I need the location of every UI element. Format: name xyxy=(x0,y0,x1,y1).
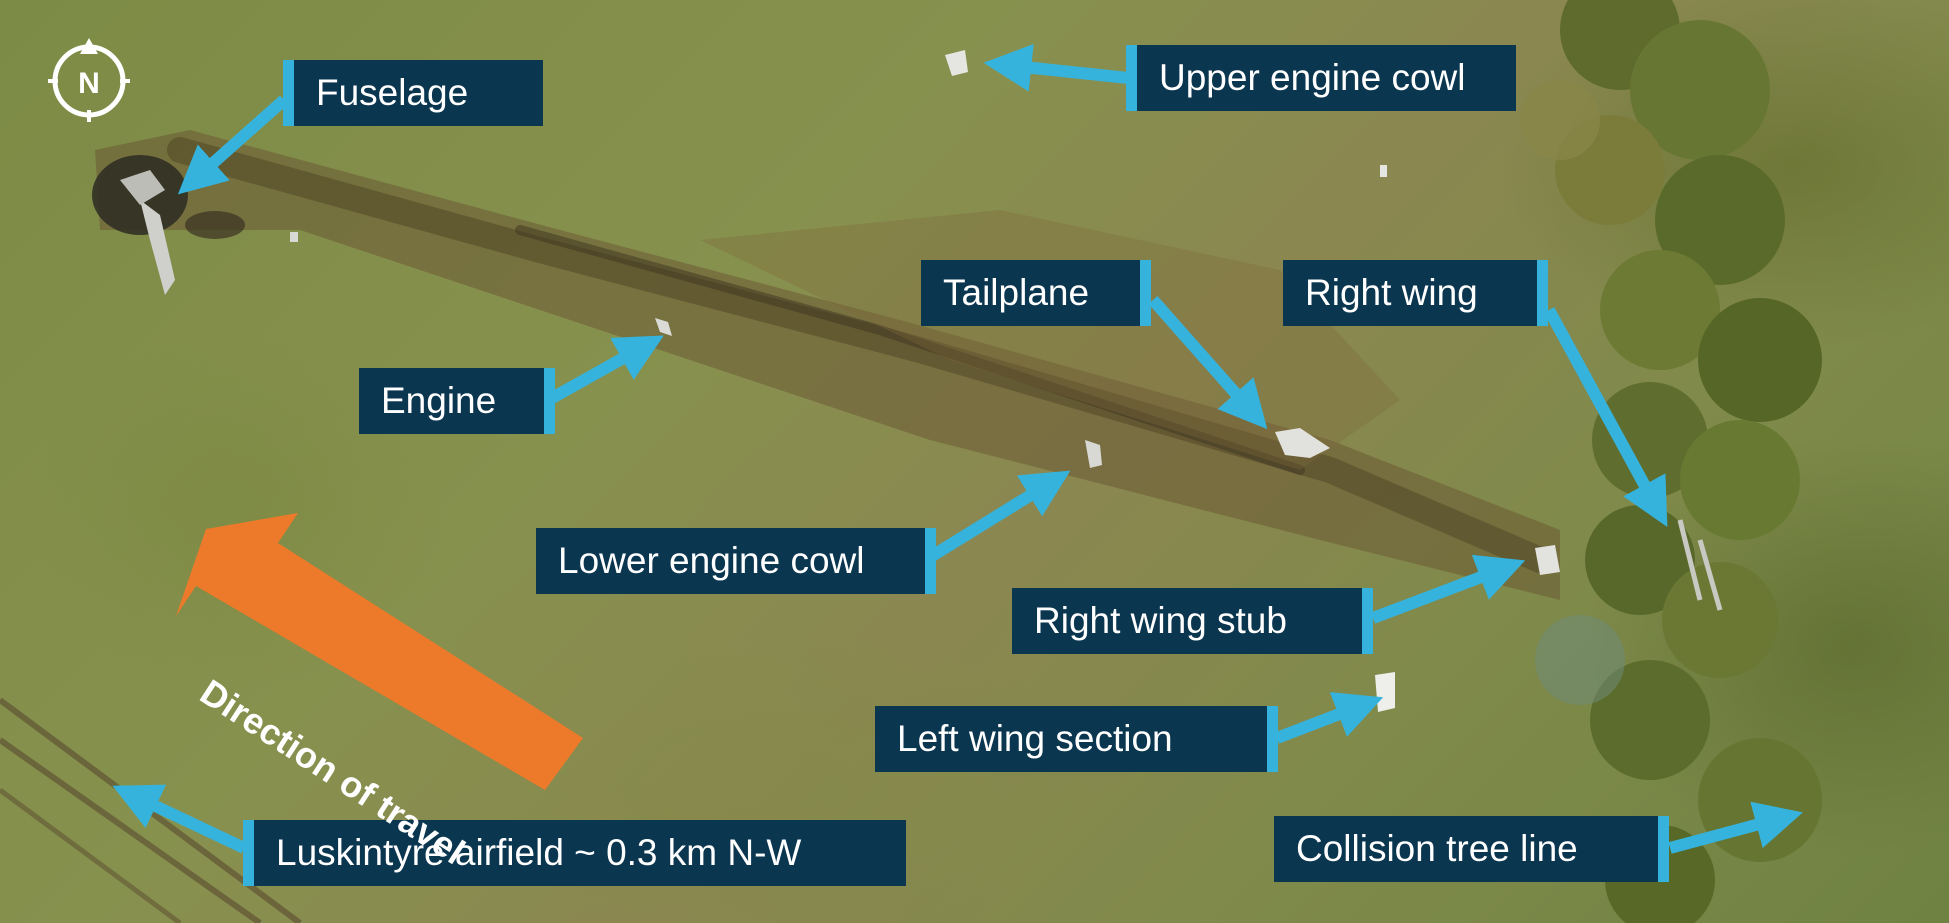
arrow-right-wing xyxy=(1543,307,1668,527)
label-airfield: Luskintyre airfield ~ 0.3 km N-W xyxy=(243,820,906,886)
label-right-wing-stub: Right wing stub xyxy=(1012,588,1373,654)
direction-of-travel-arrow xyxy=(176,513,583,790)
label-right-wing: Right wing xyxy=(1283,260,1548,326)
arrow-tailplane xyxy=(1148,296,1268,430)
arrow-collision-tree-line xyxy=(1668,801,1803,854)
label-engine: Engine xyxy=(359,368,555,434)
arrow-lower-engine-cowl xyxy=(928,470,1071,562)
label-lower-engine-cowl: Lower engine cowl xyxy=(536,528,936,594)
arrow-upper-engine-cowl xyxy=(983,43,1129,92)
tree-line xyxy=(1520,0,1822,923)
arrow-right-wing-stub xyxy=(1370,554,1526,624)
arrow-left-wing-section xyxy=(1274,692,1384,744)
fuselage-wreckage xyxy=(92,155,298,295)
label-upper-engine-cowl: Upper engine cowl xyxy=(1126,45,1516,111)
debris-pieces xyxy=(655,50,1560,712)
north-compass-icon: N xyxy=(48,38,130,122)
pointer-arrows xyxy=(112,43,1803,854)
label-left-wing-section: Left wing section xyxy=(875,706,1278,772)
arrow-fuselage xyxy=(177,95,288,195)
compass-letter: N xyxy=(78,67,100,100)
label-collision-tree-line: Collision tree line xyxy=(1274,816,1669,882)
label-fuselage: Fuselage xyxy=(283,60,543,126)
arrow-engine xyxy=(549,335,664,404)
arrow-airfield xyxy=(112,784,247,854)
label-tailplane: Tailplane xyxy=(921,260,1151,326)
